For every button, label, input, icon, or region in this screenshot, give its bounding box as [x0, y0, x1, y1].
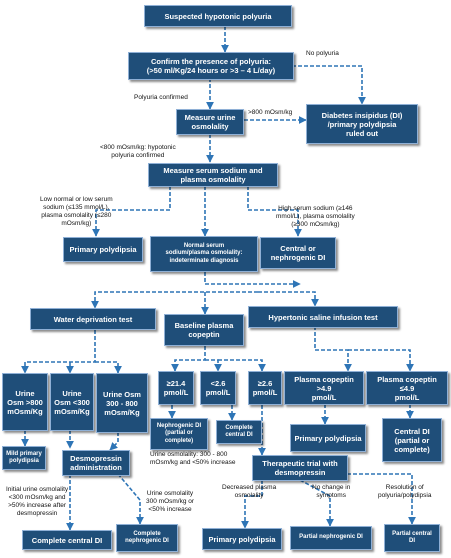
partial-central-di-bottom-box: Partial central DI [384, 524, 440, 552]
confirm-polyuria-box: Confirm the presence of polyuria: (>50 m… [128, 52, 294, 80]
copeptin-lt26-box: <2.6 pmol/L [200, 371, 236, 405]
urine-osm-mid-box: Urine Osm 300 - 800 mOsm/Kg [96, 373, 148, 433]
arrow-therapeutic-partial-central [335, 473, 416, 525]
arrow-desmo-complete-nephro [117, 473, 144, 525]
low-normal-serum-label: Low normal or low serum sodium (≤135 mmo… [40, 196, 113, 227]
urine-300-less50-label: Urine osmolality 300 mOsm/kg or <50% inc… [146, 490, 195, 513]
primary-polydipsia-box-3: Primary polydipsia [202, 528, 282, 550]
desmopressin-administration-box: Desmopressin administration [62, 450, 130, 476]
arrow-therapeutic-partial-nephro [299, 479, 334, 527]
partial-nephrogenic-di-bottom-box: Partial nephrogenic DI [290, 526, 372, 550]
arrow-serum-primary [92, 186, 171, 237]
mild-primary-polydipsia-box: Mild primary polydipsia [2, 446, 46, 470]
no-polyuria-label: No polyuria [306, 50, 339, 57]
arrow-water-800 [21, 330, 96, 374]
central-nephrogenic-di-box: Central or nephrogenic DI [260, 237, 336, 269]
arrow-serum-central [247, 186, 302, 237]
baseline-copeptin-box: Baseline plasma copeptin [164, 314, 244, 346]
copeptin-214-box: ≥21.4 pmol/L [158, 371, 194, 405]
arrow-saline-le49 [348, 349, 414, 372]
no-change-symptoms-label: No change in symptoms [312, 484, 351, 499]
primary-polydipsia-box-2: Primary polydipsia [290, 424, 366, 452]
complete-nephrogenic-di-bottom-box: Complete nephrogenic DI [116, 524, 178, 552]
high-serum-label: High serum sodium (≥146 mmol/L), plasma … [276, 205, 355, 228]
gt800-label: >800 mOsm/kg [248, 109, 293, 116]
arrow-mid-desmo [109, 432, 119, 451]
urine-osmolality-range-label: Urine osmolality: 300 - 800 mOsm/kg and … [150, 451, 236, 466]
arrow-confirm-ruledout [292, 65, 366, 105]
initial-urine-osmolality-label: Initial urine osmolality <300 mOsm/kg an… [6, 486, 69, 517]
di-ruled-out-box: Diabetes insipidus (DI) /primary polydip… [306, 104, 418, 144]
nephrogenic-di-small-box: Nephrogenic DI (partial or complete) [150, 418, 208, 450]
normal-serum-box: Normal serum sodium/plasma osmolality: i… [150, 236, 258, 272]
arrow-hub-saline [258, 291, 319, 307]
therapeutic-trial-box: Therapeutic trial with desmopressin [252, 455, 348, 481]
primary-polydipsia-box-1: Primary polydipsia [63, 237, 143, 262]
complete-central-di-bottom-box: Complete central DI [22, 530, 112, 550]
measure-urine-osmolality-box: Measure urine osmolality [176, 109, 244, 135]
arrow-baseline-214 [171, 346, 206, 372]
hypertonic-saline-test-box: Hypertonic saline infusion test [248, 306, 398, 328]
arrow-baseline-ge26 [218, 359, 266, 372]
arrow-saline-gt49 [314, 326, 352, 372]
suspected-polyuria-box: Suspected hypotonic polyuria [144, 5, 292, 27]
polyuria-confirmed-label: Polyuria confirmed [134, 94, 188, 101]
plasma-copeptin-gt49-box: Plasma copeptin >4.9 pmol/L [284, 371, 364, 405]
measure-serum-sodium-box: Measure serum sodium and plasma osmolali… [148, 163, 278, 187]
lt800-label: <800 mOsm/kg: hypotonic polyuria confirm… [100, 144, 176, 159]
copeptin-ge26-box: ≥2.6 pmol/L [248, 371, 282, 405]
arrow-water-mid [95, 361, 122, 374]
arrow-hub-water [91, 291, 258, 309]
complete-central-di-small-box: Complete central DI [216, 420, 262, 444]
urine-osm-300-box: Urine Osm <300 mOsm/Kg [50, 373, 94, 431]
decreased-plasma-label: Decreased plasma osmolality [222, 484, 277, 499]
resolution-label: Resolution of polyuria/polydipsia [378, 484, 432, 499]
arrow-therapeutic-primary [241, 480, 263, 529]
central-di-partial-box: Central DI (partial or complete) [382, 418, 442, 462]
plasma-copeptin-le49-box: Plasma copeptin ≤4.9 pmol/L [366, 371, 448, 405]
water-deprivation-test-box: Water deprivation test [30, 308, 156, 330]
arrow-baseline-26 [205, 359, 222, 372]
urine-osm-800-box: Urine Osm >800 mOsm/Kg [2, 373, 48, 431]
arrow-normal-hub [204, 272, 301, 288]
